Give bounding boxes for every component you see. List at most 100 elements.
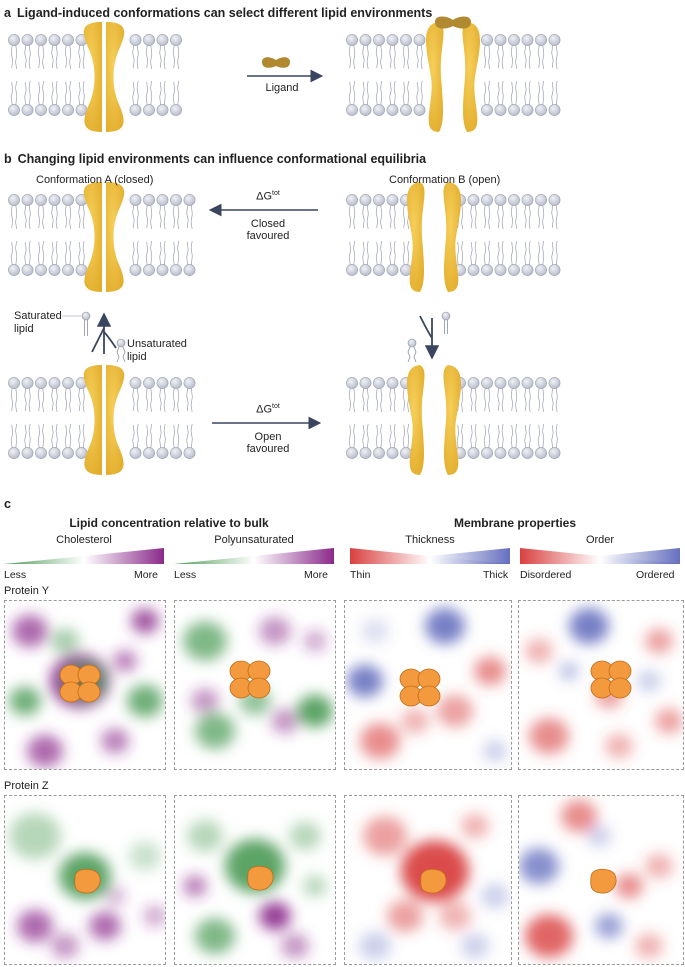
density-blob xyxy=(483,740,507,762)
density-blob xyxy=(529,718,569,754)
density-blob xyxy=(303,630,327,652)
scale-low-order: Disordered xyxy=(520,569,572,581)
map-y-polyunsaturated xyxy=(174,600,336,770)
density-blob xyxy=(113,650,137,672)
scale-high-thickness: Thick xyxy=(483,569,509,581)
protein-z-label: Protein Z xyxy=(4,780,49,792)
density-blob xyxy=(9,812,61,860)
density-blob xyxy=(425,608,465,644)
density-blob xyxy=(635,933,663,959)
map-y-order xyxy=(518,600,684,770)
protein-a-closed xyxy=(83,22,125,132)
saturated-lipid-label: Saturated lipid xyxy=(14,310,62,335)
conformation-a-label: Conformation A (closed) xyxy=(36,174,154,186)
density-blob xyxy=(9,686,41,716)
density-blob xyxy=(297,694,333,728)
density-blob xyxy=(363,816,407,856)
density-blob xyxy=(401,708,429,734)
delta-g-bottom: ΔGtot xyxy=(256,403,280,416)
density-blob xyxy=(259,616,291,646)
density-blob xyxy=(347,664,383,698)
density-blob xyxy=(183,621,227,661)
protein-y-footprint-icon xyxy=(590,660,632,699)
protein-y-label: Protein Y xyxy=(4,585,50,597)
unsaturated-lipid-icon xyxy=(116,338,126,363)
scale-polyunsaturated xyxy=(174,548,334,564)
open-favoured-label: Open favoured xyxy=(246,431,290,455)
protein-b-top-closed xyxy=(83,182,125,292)
saturated-lipid-icon xyxy=(62,311,91,336)
ligand-icon xyxy=(262,57,290,68)
scale-high-cholesterol: More xyxy=(134,569,158,581)
scale-title-polyunsaturated: Polyunsaturated xyxy=(214,534,294,546)
density-blob xyxy=(561,799,597,833)
density-blob xyxy=(105,887,125,905)
map-y-thickness xyxy=(344,600,512,770)
protein-z-footprint-icon xyxy=(247,865,274,891)
density-blob xyxy=(645,853,673,879)
density-blob xyxy=(187,819,223,853)
membrane-b-bottom-left xyxy=(8,377,196,459)
density-blob xyxy=(474,656,506,686)
density-blob xyxy=(27,734,63,768)
density-blob xyxy=(437,694,473,728)
density-blob xyxy=(461,813,489,839)
membrane-properties-heading: Membrane properties xyxy=(453,516,577,530)
density-blob xyxy=(131,608,159,634)
density-blob xyxy=(645,628,673,654)
scale-low-cholesterol: Less xyxy=(4,569,27,581)
density-blob xyxy=(101,728,129,754)
density-blob xyxy=(195,713,235,749)
protein-y-footprint-icon xyxy=(229,660,271,699)
closed-favoured-label: Closed favoured xyxy=(246,218,290,242)
density-blob xyxy=(129,841,161,871)
protein-b-bottom-closed xyxy=(83,365,125,475)
scale-title-order: Order xyxy=(585,534,615,546)
scale-low-thickness: Thin xyxy=(350,569,371,581)
protein-z-footprint-icon xyxy=(590,868,617,894)
density-blob xyxy=(481,883,509,909)
density-blob xyxy=(51,933,79,959)
density-blob xyxy=(143,905,165,927)
density-blob xyxy=(525,914,573,958)
density-blob xyxy=(271,708,299,734)
density-blob xyxy=(461,933,489,959)
density-blob xyxy=(587,825,611,847)
lipid-exchange-left xyxy=(91,312,117,354)
density-blob xyxy=(281,933,309,959)
protein-z-footprint-icon xyxy=(74,868,101,894)
density-blob xyxy=(361,618,389,644)
density-blob xyxy=(559,662,579,680)
density-blob xyxy=(387,899,423,933)
density-blob xyxy=(289,821,321,851)
density-blob xyxy=(360,723,400,759)
density-blob xyxy=(195,918,235,954)
map-z-polyunsaturated xyxy=(174,795,336,965)
density-blob xyxy=(12,614,48,648)
lipid-exchange-right xyxy=(419,315,440,360)
membrane-b-top-left xyxy=(8,194,196,276)
conformation-b-label: Conformation B (open) xyxy=(389,174,501,186)
scale-title-thickness: Thickness xyxy=(405,534,455,546)
density-blob xyxy=(183,875,207,897)
lipid-concentration-heading: Lipid concentration relative to bulk xyxy=(69,516,269,530)
density-blob xyxy=(359,931,391,961)
density-blob xyxy=(51,628,79,654)
density-blob xyxy=(525,638,553,664)
membrane-b-bottom-right xyxy=(346,377,561,459)
density-blob xyxy=(605,733,633,759)
scale-high-polyunsaturated: More xyxy=(304,569,328,581)
map-z-cholesterol xyxy=(4,795,166,965)
membrane-b-top-right xyxy=(346,194,561,276)
density-blob xyxy=(569,608,609,644)
right-lipid-icons xyxy=(407,311,451,363)
density-blob xyxy=(303,875,327,897)
density-blob xyxy=(615,873,643,899)
unsaturated-lipid-label: Unsaturated lipid xyxy=(127,338,187,363)
protein-z-footprint-icon xyxy=(420,868,447,894)
panel-c-letter: c xyxy=(4,497,11,511)
density-blob xyxy=(637,670,661,692)
membrane-a-left xyxy=(8,34,182,116)
